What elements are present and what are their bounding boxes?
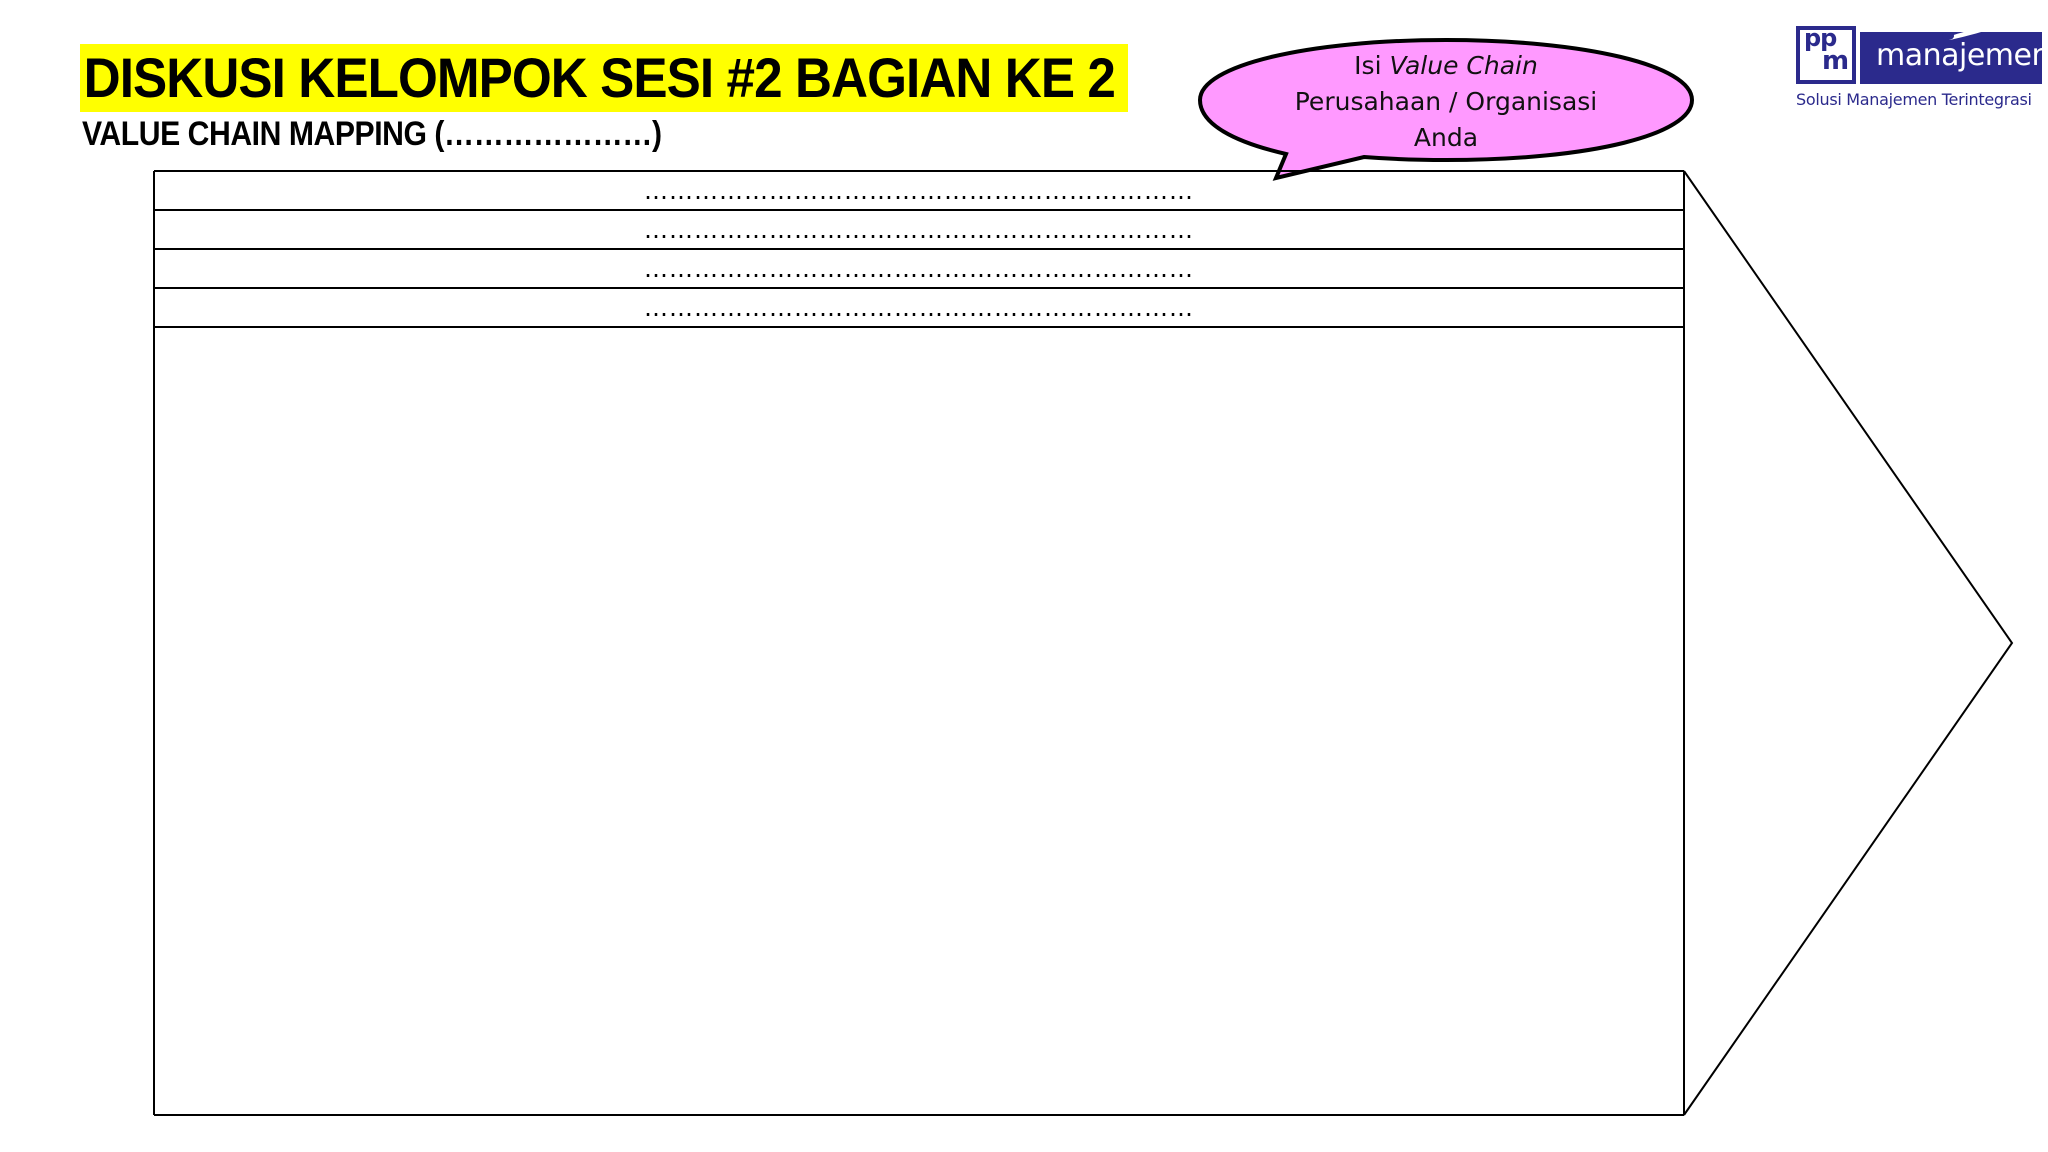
callout-line-2: Perusahaan / Organisasi <box>1294 87 1598 116</box>
support-row-3[interactable]: ………………………………………………………… <box>644 255 1194 283</box>
callout-line-1: Isi Value Chain <box>1354 51 1538 80</box>
speech-bubble-callout: Isi Value Chain Perusahaan / Organisasi … <box>1197 37 1695 181</box>
slide-subtitle: VALUE CHAIN MAPPING (…………………) <box>82 115 662 153</box>
logo-wordmark-band <box>1860 32 2042 84</box>
callout-text: Isi Value Chain Perusahaan / Organisasi … <box>1198 48 1694 156</box>
support-row-2[interactable]: ………………………………………………………… <box>644 216 1194 244</box>
callout-line-3: Anda <box>1413 123 1479 152</box>
margin-arrow-point <box>1683 170 2014 1116</box>
logo-swoosh-icon <box>1942 24 2002 40</box>
ppm-manajemen-logo: pp m manajemen Solusi Manajemen Terinteg… <box>1796 24 2048 120</box>
logo-wordmark: manajemen <box>1876 38 2048 73</box>
logo-tagline: Solusi Manajemen Terintegrasi <box>1796 90 2032 109</box>
slide-title: DISKUSI KELOMPOK SESI #2 BAGIAN KE 2 <box>80 44 1128 112</box>
logo-mark: pp m <box>1796 24 1856 84</box>
support-row-4[interactable]: ………………………………………………………… <box>644 294 1194 322</box>
speech-bubble-shape <box>1197 37 1695 181</box>
support-row-1[interactable]: ………………………………………………………… <box>644 177 1194 205</box>
